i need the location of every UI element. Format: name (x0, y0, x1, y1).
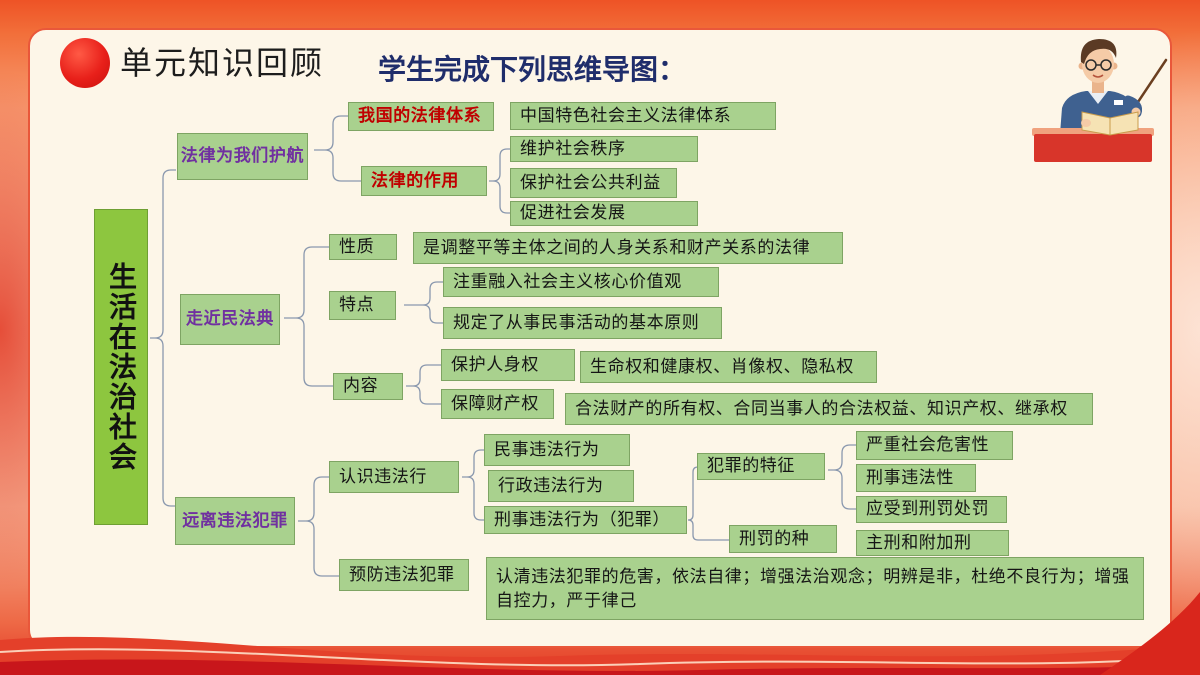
teacher-head (1082, 45, 1114, 83)
node-property-rights: 保障财产权 (441, 389, 554, 419)
node-personal-rights-detail: 生命权和健康权、肖像权、隐私权 (580, 351, 877, 383)
node-role-of-law: 法律的作用 (361, 166, 487, 196)
bracket-root (150, 169, 176, 507)
node-criminal-illegal-act: 刑事违法行为（犯罪） (484, 506, 687, 534)
title-bullet-circle (60, 38, 110, 88)
node-law-protects-us: 法律为我们护航 (177, 133, 308, 180)
node-crime-features: 犯罪的特征 (697, 453, 825, 480)
node-property-rights-detail: 合法财产的所有权、合同当事人的合法权益、知识产权、继承权 (565, 393, 1093, 425)
name-badge (1114, 100, 1123, 105)
teacher-hand-left (1081, 119, 1091, 127)
node-principal-accessory-penalties: 主刑和附加刑 (856, 530, 1009, 556)
node-nature: 性质 (329, 234, 397, 260)
mind-map-root-label: 生活在法治社会 (105, 262, 138, 472)
node-socialist-legal-system: 中国特色社会主义法律体系 (510, 102, 776, 130)
node-administrative-illegal-act: 行政违法行为 (488, 470, 634, 502)
node-personal-rights: 保护人身权 (441, 349, 575, 381)
bracket-criminal-act (687, 466, 729, 541)
shirt-collar (1088, 91, 1108, 104)
node-nature-definition: 是调整平等主体之间的人身关系和财产关系的法律 (413, 232, 843, 264)
bracket-avoid-crime (298, 476, 339, 577)
teacher-smile (1092, 74, 1104, 78)
node-know-illegal-acts: 认识违法行 (329, 461, 459, 493)
node-punishable: 应受到刑罚处罚 (856, 496, 1007, 523)
node-prevention-measures: 认清违法犯罪的危害，依法自律；增强法治观念；明辨是非，杜绝不良行为；增强自控力，… (486, 557, 1144, 620)
mind-map-root: 生活在法治社会 (94, 209, 148, 525)
node-penalty-types: 刑罚的种 (729, 525, 837, 553)
node-legal-system: 我国的法律体系 (348, 102, 494, 131)
node-features: 特点 (329, 291, 396, 320)
node-prevent-crime: 预防违法犯罪 (339, 559, 469, 591)
node-civil-illegal-act: 民事违法行为 (484, 434, 630, 466)
node-maintain-social-order: 维护社会秩序 (510, 136, 698, 162)
bracket-features (404, 281, 443, 324)
pointer-stick (1132, 58, 1168, 110)
bracket-civil-code (284, 246, 333, 387)
node-content: 内容 (333, 373, 403, 400)
bracket-know-illegal-acts (462, 449, 484, 521)
node-civil-code: 走近民法典 (180, 294, 280, 345)
node-criminal-illegality: 刑事违法性 (856, 464, 976, 492)
bracket-law-protects-us (314, 115, 361, 182)
node-basic-principles: 规定了从事民事活动的基本原则 (443, 307, 722, 339)
teacher-hair (1080, 39, 1117, 64)
teacher-illustration (1032, 39, 1168, 162)
lectern (1034, 134, 1152, 162)
bracket-crime-features (828, 444, 856, 510)
bracket-content (406, 364, 441, 405)
node-core-values: 注重融入社会主义核心价值观 (443, 267, 719, 297)
node-serious-social-harm: 严重社会危害性 (856, 431, 1013, 460)
node-avoid-crime: 远离违法犯罪 (175, 497, 295, 545)
bracket-role-of-law (489, 148, 510, 214)
node-promote-social-development: 促进社会发展 (510, 201, 698, 226)
slide-title: 单元知识回顾 (120, 44, 325, 82)
task-heading: 学生完成下列思维导图： (378, 53, 687, 86)
node-protect-public-interest: 保护社会公共利益 (510, 168, 677, 198)
